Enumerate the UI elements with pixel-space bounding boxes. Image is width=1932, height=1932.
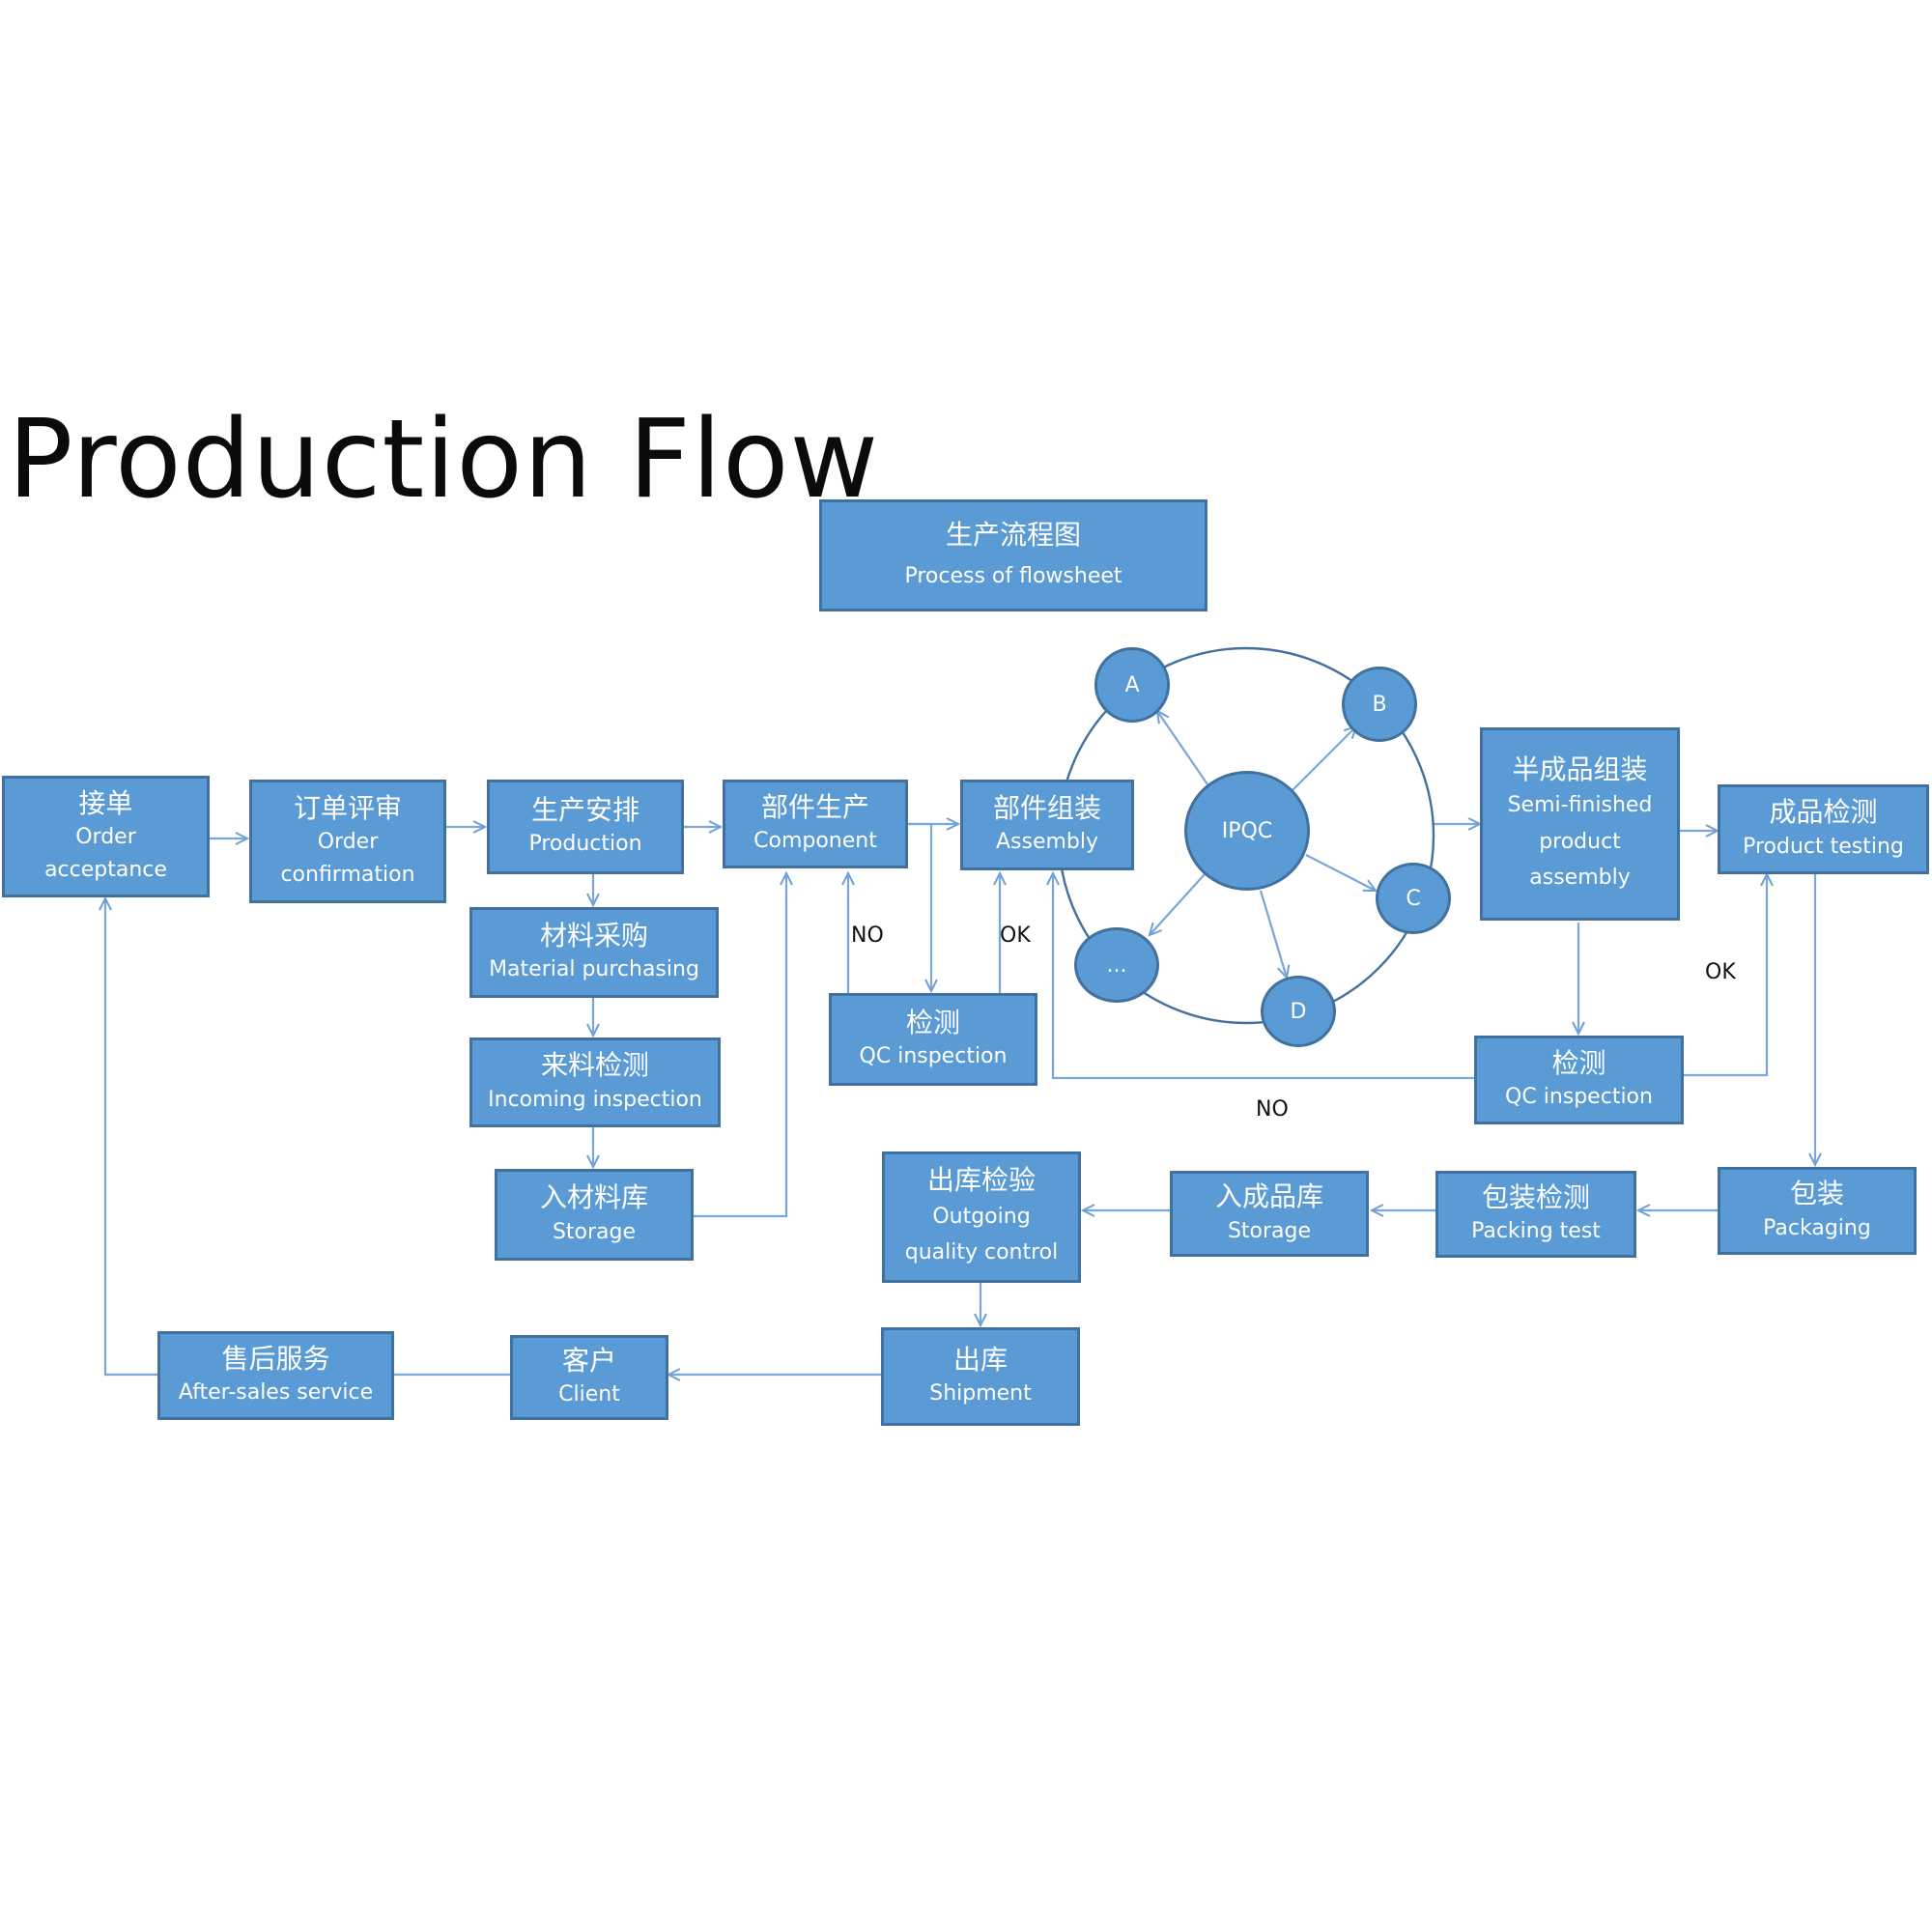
box-client: 客户 Client xyxy=(510,1335,668,1420)
box-order-acceptance: 接单 Order acceptance xyxy=(2,776,210,897)
ipqc-node-d: D xyxy=(1261,976,1336,1047)
box-en: quality control xyxy=(904,1240,1059,1265)
box-en: QC inspection xyxy=(859,1044,1008,1069)
box-production: 生产安排 Production xyxy=(487,780,684,874)
box-en: Order xyxy=(75,825,136,850)
box-zh: 检测 xyxy=(1551,1046,1606,1079)
ipqc-node-etc: ... xyxy=(1074,927,1159,1003)
box-packing-test: 包装检测 Packing test xyxy=(1435,1171,1636,1258)
box-en: Material purchasing xyxy=(489,957,699,982)
box-after-sales: 售后服务 After-sales service xyxy=(157,1331,394,1420)
box-zh: 售后服务 xyxy=(221,1342,330,1375)
box-zh: 成品检测 xyxy=(1769,796,1878,829)
box-en: Incoming inspection xyxy=(488,1087,702,1112)
page-title: Production Flow xyxy=(8,397,880,523)
box-assembly: 部件组装 Assembly xyxy=(960,780,1134,870)
ipqc-node-c: C xyxy=(1376,863,1451,934)
spoke-a xyxy=(1155,709,1208,785)
box-zh: 材料采购 xyxy=(539,919,648,952)
box-en: Packing test xyxy=(1471,1219,1601,1244)
box-product-storage: 入成品库 Storage xyxy=(1170,1171,1369,1257)
label-ok-2: OK xyxy=(1705,960,1736,984)
spoke-etc xyxy=(1148,873,1206,937)
box-en: Semi-finished xyxy=(1507,793,1653,818)
box-zh: 接单 xyxy=(78,786,133,819)
box-en: product xyxy=(1539,829,1621,854)
box-zh: 客户 xyxy=(561,1344,616,1377)
box-zh: 部件组装 xyxy=(992,791,1101,824)
ipqc-node-a: A xyxy=(1094,647,1170,723)
box-zh: 部件生产 xyxy=(760,790,869,823)
box-en: Outgoing xyxy=(932,1204,1031,1229)
box-en: After-sales service xyxy=(178,1380,374,1406)
box-en: Shipment xyxy=(929,1381,1032,1406)
arrow-qc2-ok-to-testing xyxy=(1684,871,1774,1077)
box-order-confirmation: 订单评审 Order confirmation xyxy=(249,780,446,903)
box-zh: 出库 xyxy=(952,1343,1008,1376)
label-no-2: NO xyxy=(1256,1097,1289,1122)
ipqc-center: IPQC xyxy=(1184,771,1310,891)
arrow-qc2-no-to-assembly xyxy=(1046,870,1476,1080)
box-zh: 订单评审 xyxy=(293,791,402,824)
box-zh: 入成品库 xyxy=(1214,1180,1323,1213)
arrow-component-to-qc1 xyxy=(908,822,938,994)
box-outgoing-qc: 出库检验 Outgoing quality control xyxy=(882,1151,1081,1283)
box-semi-finished: 半成品组装 Semi-finished product assembly xyxy=(1480,727,1680,921)
box-en: Storage xyxy=(1227,1218,1312,1243)
box-zh: 生产安排 xyxy=(530,793,639,826)
box-en: confirmation xyxy=(280,863,415,888)
box-zh: 入材料库 xyxy=(539,1181,648,1214)
header-box-en: Process of flowsheet xyxy=(904,564,1122,589)
box-en: Order xyxy=(317,830,379,855)
box-qc-inspection-2: 检测 QC inspection xyxy=(1474,1036,1684,1124)
box-product-testing: 成品检测 Product testing xyxy=(1718,784,1929,874)
box-zh: 半成品组装 xyxy=(1512,753,1648,785)
box-en: Storage xyxy=(552,1219,637,1244)
arrow-storage-to-component xyxy=(694,870,793,1218)
label-no-1: NO xyxy=(851,923,884,948)
box-zh: 来料检测 xyxy=(540,1049,649,1082)
box-incoming-inspection: 来料检测 Incoming inspection xyxy=(469,1037,721,1127)
spoke-d xyxy=(1259,890,1291,980)
box-en: Client xyxy=(558,1382,620,1407)
box-material-purchasing: 材料采购 Material purchasing xyxy=(469,907,719,998)
box-en: QC inspection xyxy=(1505,1085,1653,1110)
box-zh: 包装检测 xyxy=(1481,1180,1590,1213)
header-box: 生产流程图 Process of flowsheet xyxy=(819,499,1208,611)
spoke-b xyxy=(1292,724,1358,791)
box-en: Assembly xyxy=(995,830,1099,855)
spoke-c xyxy=(1305,854,1378,893)
box-material-storage: 入材料库 Storage xyxy=(495,1169,694,1261)
box-component: 部件生产 Component xyxy=(723,780,908,868)
label-ok-1: OK xyxy=(1000,923,1031,948)
box-en: Product testing xyxy=(1743,834,1904,859)
box-en: assembly xyxy=(1529,865,1631,890)
arrow-aftersales-to-order xyxy=(99,895,158,1377)
ipqc-node-b: B xyxy=(1342,667,1417,742)
box-en: Packaging xyxy=(1763,1215,1871,1240)
box-zh: 检测 xyxy=(905,1006,960,1038)
box-zh: 包装 xyxy=(1789,1178,1844,1210)
box-en: Component xyxy=(753,829,877,854)
box-en: Production xyxy=(528,832,642,857)
box-en: acceptance xyxy=(44,858,167,883)
box-packaging: 包装 Packaging xyxy=(1718,1167,1917,1255)
box-shipment: 出库 Shipment xyxy=(881,1327,1080,1426)
header-box-zh: 生产流程图 xyxy=(945,518,1081,551)
box-zh: 出库检验 xyxy=(926,1164,1036,1197)
box-qc-inspection-1: 检测 QC inspection xyxy=(829,993,1037,1086)
